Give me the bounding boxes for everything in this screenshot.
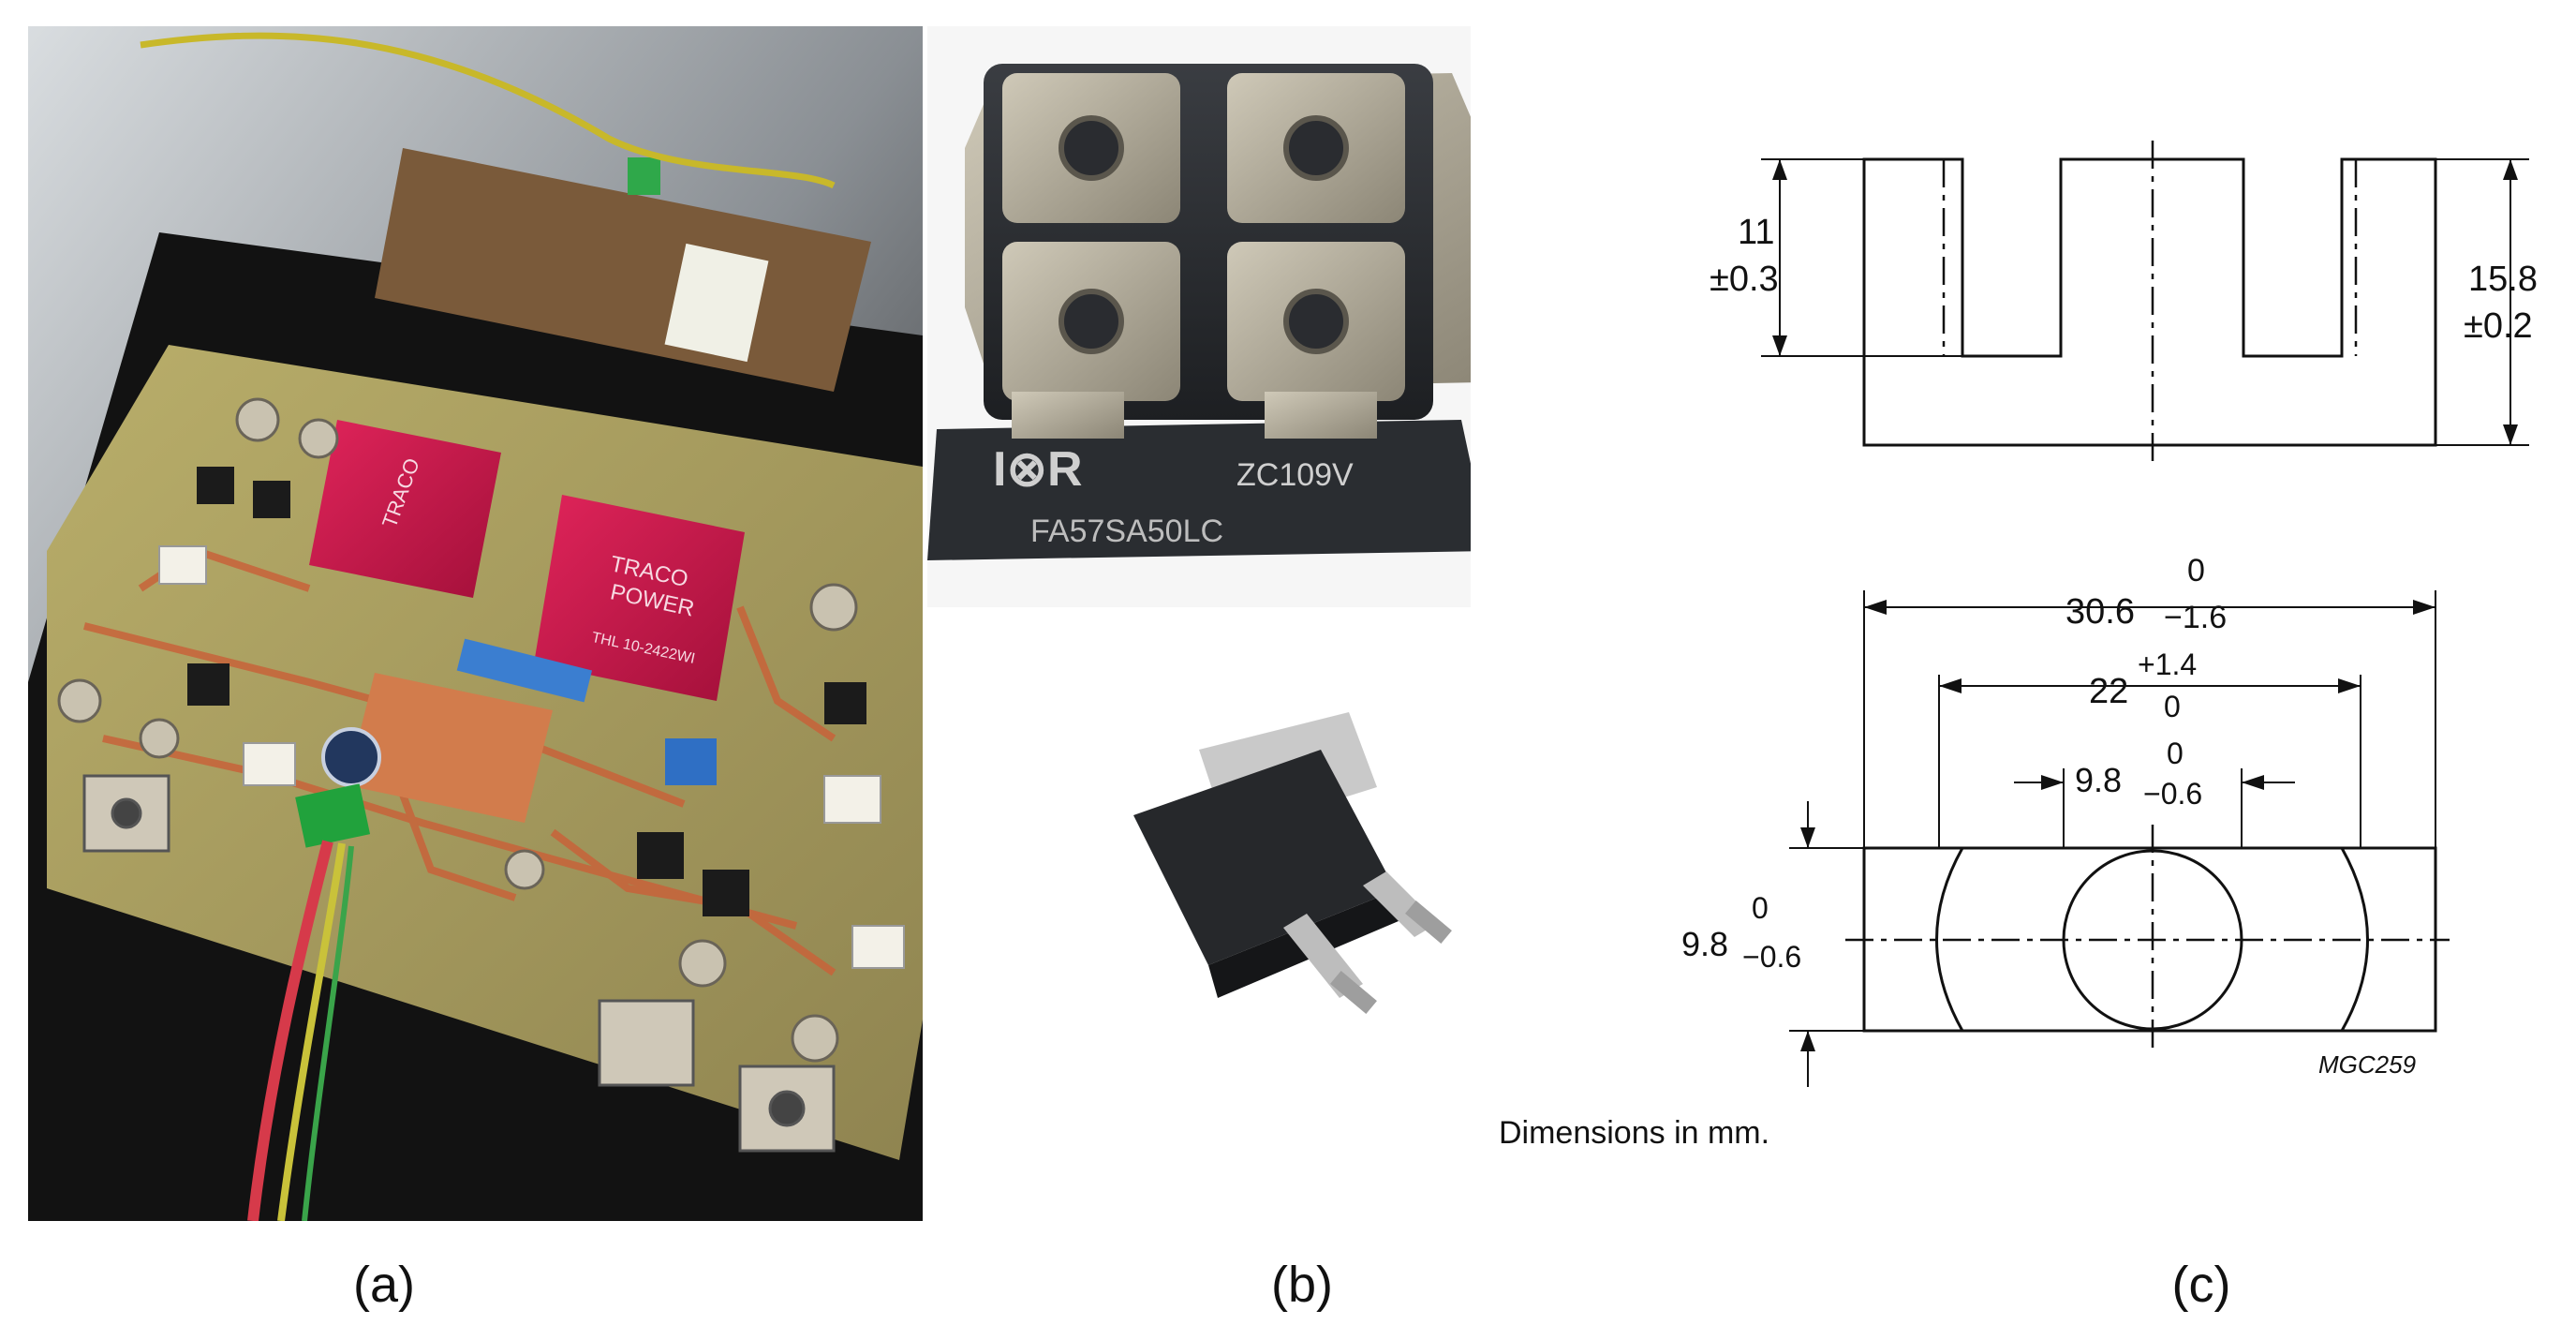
- dim-center-tol-upper: 0: [2167, 737, 2184, 770]
- dc-dc-module-left: TRACO: [309, 420, 501, 598]
- e-core-outline: [1862, 157, 2437, 447]
- caption-c: (c): [2171, 1257, 2231, 1313]
- dpak-transistor-photo: [1096, 675, 1508, 1068]
- dim-leg-height: 11: [1738, 213, 1774, 252]
- dim-width-tol-upper: 0: [2187, 553, 2205, 588]
- caption-a: (a): [353, 1257, 415, 1313]
- power-module-illustration: I⊗R ZC109V FA57SA50LC: [927, 26, 1677, 607]
- dim-inner-width: 22: [2089, 672, 2128, 711]
- dim-center-tol-lower: −0.6: [2143, 777, 2202, 811]
- module-terminals: [1002, 73, 1405, 401]
- dim-depth: 9.8: [1681, 925, 1728, 963]
- dc-dc-module-right: TRACO POWER THL 10-2422WI: [534, 495, 745, 701]
- pcb-photo-illustration: TRACO TRACO POWER THL 10-2422WI: [28, 26, 923, 1221]
- dim-width-tol-lower: −1.6: [2164, 600, 2227, 635]
- dim-depth-tol-upper: 0: [1752, 891, 1769, 925]
- core-dimension-drawing: 11 ±0.3 15.8 ±0.2 30.6 0 −1.6 22 +1.4 0 …: [1471, 19, 2567, 1171]
- module-code: ZC109V: [1236, 457, 1354, 493]
- dim-depth-tol-lower: −0.6: [1742, 940, 1801, 974]
- dim-leg-height-tol: ±0.3: [1710, 260, 1779, 299]
- dim-total-height-tol: ±0.2: [2464, 306, 2533, 346]
- dimensions-footnote: Dimensions in mm.: [1499, 1115, 1769, 1151]
- dim-inner-tol-lower: 0: [2164, 690, 2181, 723]
- dim-center-leg: 9.8: [2075, 761, 2122, 799]
- caption-b: (b): [1271, 1257, 1333, 1313]
- dimension-drawing-svg: 11 ±0.3 15.8 ±0.2 30.6 0 −1.6 22 +1.4 0 …: [1499, 141, 2538, 1151]
- dpak-illustration: [1096, 675, 1508, 1068]
- power-module-photo: I⊗R ZC109V FA57SA50LC: [927, 26, 1677, 607]
- dim-inner-tol-upper: +1.4: [2138, 648, 2197, 681]
- pcb-photo: TRACO TRACO POWER THL 10-2422WI: [28, 26, 923, 1221]
- dim-width: 30.6: [2065, 592, 2135, 632]
- dim-total-height: 15.8: [2468, 260, 2538, 299]
- module-logo: I⊗R: [993, 442, 1083, 497]
- drawing-id: MGC259: [2318, 1050, 2416, 1079]
- module-part-number: FA57SA50LC: [1030, 514, 1223, 549]
